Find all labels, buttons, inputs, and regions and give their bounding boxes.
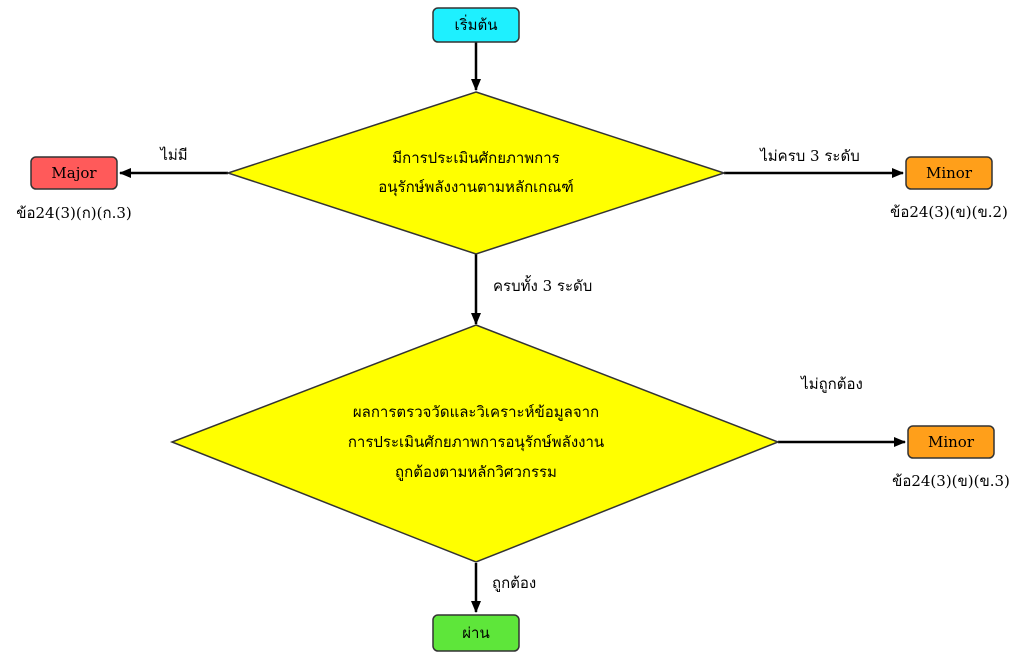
- decision-measurement: ผลการตรวจวัดและวิเคราะห์ข้อมูลจาก การประ…: [169, 324, 781, 563]
- major-node-label: Major: [51, 164, 97, 182]
- decision-assessment-line1: มีการประเมินศักยภาพการ: [392, 149, 560, 167]
- decision-measurement-line3: ถูกต้องตามหลักวิศวกรรม: [395, 463, 557, 481]
- start-node-label: เริ่มต้น: [454, 14, 497, 34]
- pass-node: ผ่าน: [432, 614, 520, 652]
- decision-measurement-shape: [169, 324, 781, 563]
- minor-node-2-label: Minor: [928, 433, 975, 451]
- edge-label-complete: ครบทั้ง 3 ระดับ: [493, 275, 592, 295]
- minor-node-1-box: [905, 156, 993, 190]
- minor-node-1-ref: ข้อ24(3)(ข)(ข.2): [890, 203, 1008, 221]
- decision-measurement-line1: ผลการตรวจวัดและวิเคราะห์ข้อมูลจาก: [353, 403, 599, 421]
- major-node-box: [30, 156, 118, 190]
- minor-node-2: Minor ข้อ24(3)(ข)(ข.3): [892, 425, 1010, 490]
- decision-assessment: มีการประเมินศักยภาพการ อนุรักษ์พลังงานตา…: [225, 91, 727, 255]
- decision-assessment-shape: [225, 91, 727, 255]
- edge-label-incorrect: ไม่ถูกต้อง: [800, 375, 863, 393]
- edge-label-correct: ถูกต้อง: [492, 574, 536, 592]
- decision-measurement-line2: การประเมินศักยภาพการอนุรักษ์พลังงาน: [348, 433, 604, 452]
- minor-node-1: Minor ข้อ24(3)(ข)(ข.2): [890, 156, 1008, 221]
- major-node-ref: ข้อ24(3)(ก)(ก.3): [16, 204, 131, 222]
- pass-node-box: [432, 614, 520, 652]
- pass-node-label: ผ่าน: [462, 624, 489, 642]
- minor-node-2-ref: ข้อ24(3)(ข)(ข.3): [892, 472, 1010, 490]
- decision-assessment-line2: อนุรักษ์พลังงานตามหลักเกณฑ์: [378, 178, 573, 197]
- start-node: เริ่มต้น: [432, 7, 520, 43]
- minor-node-1-label: Minor: [926, 164, 973, 182]
- edge-label-none: ไม่มี: [159, 146, 187, 164]
- minor-node-2-box: [907, 425, 995, 459]
- start-node-box: [432, 7, 520, 43]
- major-node: Major ข้อ24(3)(ก)(ก.3): [16, 156, 132, 222]
- edge-label-incomplete: ไม่ครบ 3 ระดับ: [759, 147, 860, 165]
